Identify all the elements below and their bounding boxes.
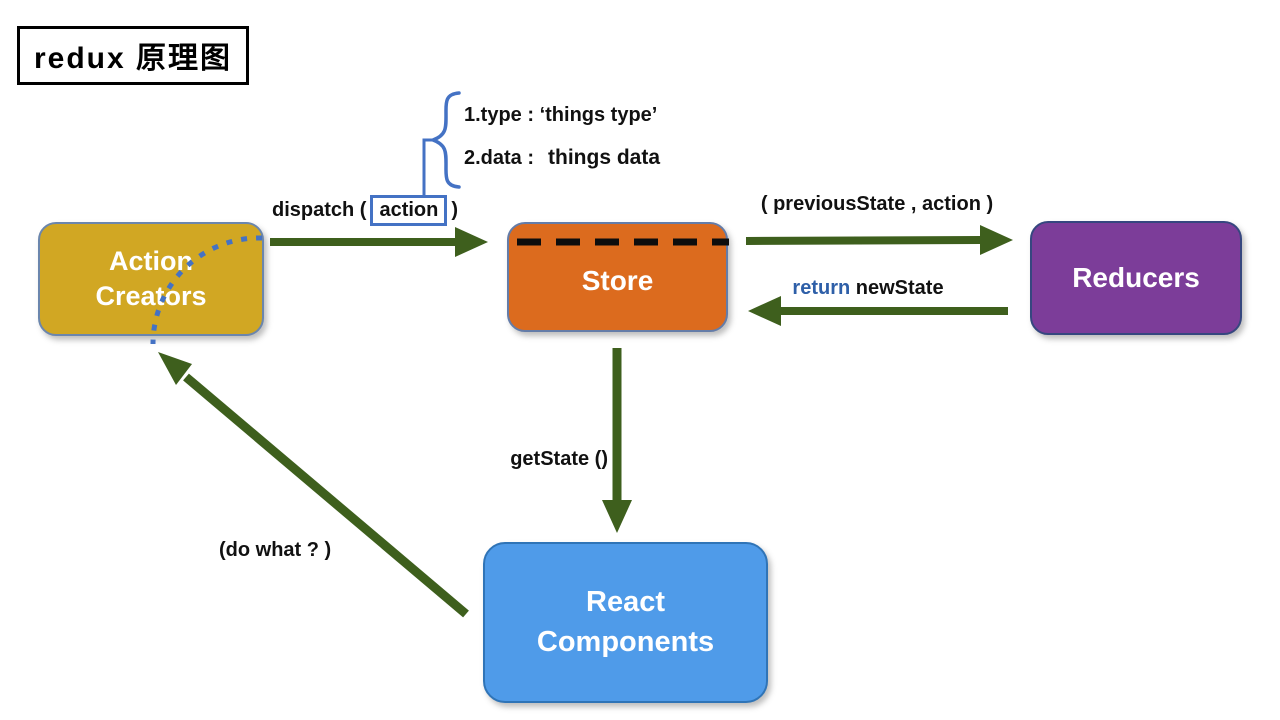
annotation-line2: 2.data : things data [464,146,660,170]
do-what-arrow [158,352,469,618]
return-newstate-label: return newState [737,277,999,300]
dispatch-prefix: dispatch ( [272,199,367,221]
node-store: Store [507,222,728,332]
return-newstate-arrow [748,296,1008,326]
dispatch-label: dispatch (action) [272,195,458,226]
node-reducers: Reducers [1030,221,1242,335]
node-react-components: React Components [483,542,768,703]
return-keyword: return [792,277,851,299]
annotation-line2-value: things data [548,146,661,169]
do-what-label: (do what ? ) [219,539,332,561]
node-action-creators-label: Action Creators [95,245,207,311]
annotation-line2-label: 2.data : [464,147,535,169]
diagram-title-text: redux 原理图 [34,42,233,75]
annotation-connector-line [422,138,433,198]
node-store-label: Store [581,265,654,296]
annotation-line1: 1.type : ‘things type’ [464,104,658,126]
getstate-arrow [602,348,632,533]
previousstate-arrow [745,225,1013,255]
dispatch-arrow [270,227,488,257]
previousstate-label: ( previousState , action ) [760,193,994,215]
getstate-label: getState () [510,448,608,470]
return-value: newState [855,277,944,299]
annotation-brace [427,91,461,189]
diagram-title: redux 原理图 [17,26,250,85]
node-action-creators: Action Creators [38,222,264,336]
node-reducers-label: Reducers [1072,262,1200,293]
dispatch-suffix: ) [451,199,459,221]
action-chip: action [370,195,448,226]
node-react-components-label: React Components [536,586,715,658]
